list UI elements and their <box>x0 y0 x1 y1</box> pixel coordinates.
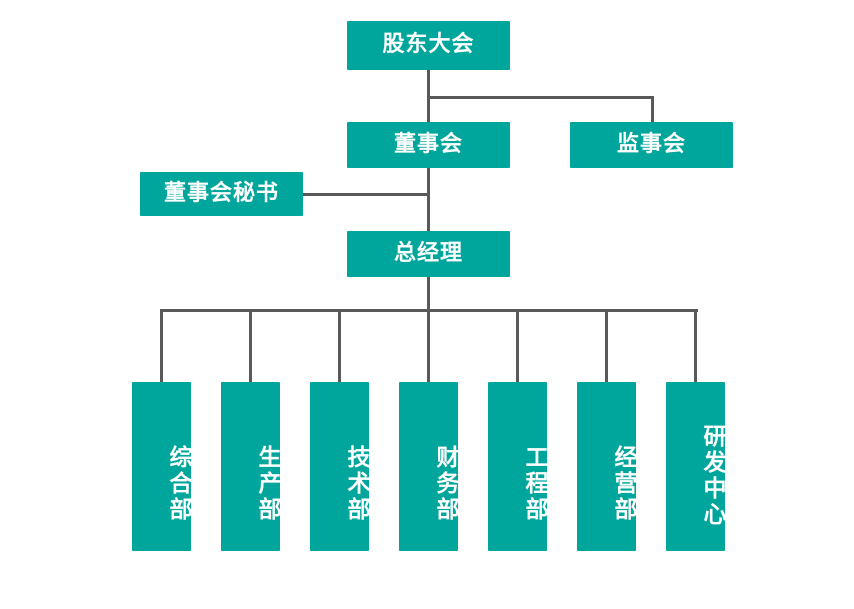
node-general-manager[interactable]: 总经理 <box>347 231 510 277</box>
connector-to-department-2 <box>249 309 252 383</box>
node-department-rd-center-label: 研发中心 <box>699 423 725 528</box>
connector-general-manager-down <box>427 277 430 311</box>
connector-shareholders-down <box>427 70 430 98</box>
node-department-rd-center[interactable]: 研发中心 <box>666 382 725 551</box>
node-department-finance[interactable]: 财务部 <box>399 382 458 551</box>
node-department-engineering[interactable]: 工程部 <box>488 382 547 551</box>
node-board-of-directors-label: 董事会 <box>393 131 463 157</box>
node-department-general-affairs-label: 综合部 <box>165 444 191 523</box>
node-department-operations[interactable]: 经营部 <box>577 382 636 551</box>
connector-to-department-1 <box>160 309 163 383</box>
node-board-of-supervisors-label: 监事会 <box>616 131 686 157</box>
node-board-of-directors[interactable]: 董事会 <box>347 122 510 168</box>
connector-to-department-4 <box>427 309 430 383</box>
node-department-finance-label: 财务部 <box>432 444 458 523</box>
connector-to-department-5 <box>516 309 519 383</box>
node-general-manager-label: 总经理 <box>393 240 463 266</box>
connector-board-to-general-manager <box>427 168 430 231</box>
connector-to-department-3 <box>338 309 341 383</box>
node-department-general-affairs[interactable]: 综合部 <box>132 382 191 551</box>
node-board-secretary[interactable]: 董事会秘书 <box>140 172 303 216</box>
connector-board-secretary <box>303 193 430 196</box>
node-department-production[interactable]: 生产部 <box>221 382 280 551</box>
node-shareholders[interactable]: 股东大会 <box>347 21 510 70</box>
node-board-secretary-label: 董事会秘书 <box>163 180 279 206</box>
connector-level2-bus <box>427 96 654 99</box>
connector-to-board-of-directors <box>427 96 430 123</box>
node-department-technology[interactable]: 技术部 <box>310 382 369 551</box>
node-department-technology-label: 技术部 <box>343 444 369 523</box>
connector-to-department-7 <box>694 309 697 383</box>
node-department-operations-label: 经营部 <box>610 444 636 523</box>
node-department-production-label: 生产部 <box>254 444 280 523</box>
node-department-engineering-label: 工程部 <box>521 444 547 523</box>
connector-to-board-of-supervisors <box>651 96 654 123</box>
node-board-of-supervisors[interactable]: 监事会 <box>570 122 733 168</box>
node-shareholders-label: 股东大会 <box>382 32 475 58</box>
connector-to-department-6 <box>605 309 608 383</box>
